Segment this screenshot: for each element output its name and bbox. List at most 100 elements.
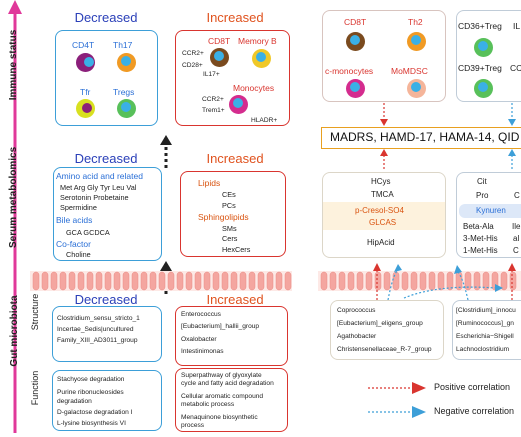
marker-ccr2-1: CCR2+ [182, 50, 204, 57]
cd4t-nucleus [84, 57, 94, 67]
cell-label-monocytes: Monocytes [233, 83, 275, 93]
memoryb-nucleus [256, 52, 266, 62]
marker-hladr: HLADR+ [251, 117, 278, 124]
cell-label-th17: Th17 [113, 40, 133, 50]
row-label-structure: Structure [30, 293, 40, 331]
villus [230, 271, 238, 291]
metab-glcas: GLCAS [369, 218, 397, 227]
sphingolipids-title: Sphingolipids [198, 212, 249, 222]
right-cmono-nucleus [350, 82, 360, 92]
right-label-cmonocytes: c-monocytes [325, 66, 374, 76]
amino-acid-list-1: Met Arg Gly Tyr Leu Val [60, 183, 137, 192]
villus [365, 271, 373, 291]
serum-decreased-box [53, 167, 162, 261]
sphingo-cers: Cers [222, 234, 238, 243]
villus [401, 271, 409, 291]
bact-escherichia: Escherichia−Shigell [456, 333, 514, 340]
right-cd39treg-nucleus [478, 82, 488, 92]
function-dec-3: degradation [57, 398, 92, 405]
villus [248, 271, 256, 291]
villus [509, 271, 517, 291]
villus [284, 271, 292, 291]
villus [338, 271, 346, 291]
villus [68, 271, 76, 291]
metab-betaala: Beta-Ala [463, 222, 494, 231]
villus [194, 271, 202, 291]
right-label-cd8t: CD8T [344, 17, 367, 27]
tregs-nucleus [121, 102, 131, 112]
cd8t-nucleus [214, 51, 224, 61]
amino-acid-list-2: Serotonin Probetaine [60, 193, 129, 202]
bact-lachnoclostridium: Lachnoclostridium [456, 346, 510, 353]
cell-label-cd8t: CD8T [208, 36, 231, 46]
right-label-cc: CC [510, 63, 521, 73]
header-decreased-immune: Decreased [74, 10, 138, 25]
bact-agathobacter: Agathobacter [337, 333, 377, 340]
metab-c2: C [513, 246, 519, 255]
function-increased-box [175, 368, 288, 432]
marker-trem1: Trem1+ [202, 107, 225, 114]
villus [185, 271, 193, 291]
villus [203, 271, 211, 291]
immune-decreased-box [55, 30, 158, 126]
villus [59, 271, 67, 291]
bact-ruminococcus: [Ruminococcus]_gn [456, 320, 514, 327]
structure-inc-4: Intestinimonas [181, 348, 224, 355]
structure-inc-2: [Eubacterium]_hallii_group [181, 323, 260, 330]
metab-pro: Pro [476, 191, 489, 200]
row-label-function: Function [30, 370, 40, 406]
header-increased-gut: Increased [206, 292, 264, 307]
amino-acid-title: Amino acid and related [56, 171, 143, 181]
villus [356, 271, 364, 291]
legend-positive-arrow [368, 382, 426, 394]
bact-eligens: [Eubacterium]_eligens_group [337, 320, 423, 327]
marker-cd28: CD28+ [182, 62, 203, 69]
right-label-cd36treg: CD36+Treg [458, 21, 502, 31]
metab-al: al [513, 234, 520, 243]
immune-increased-box [175, 30, 290, 126]
bile-acids-title: Bile acids [56, 215, 93, 225]
gut-epithelium-right [318, 263, 521, 301]
villus [320, 271, 328, 291]
bact-christensenellaceae: Christensenellaceae_R-7_group [337, 346, 432, 353]
cell-label-tregs: Tregs [113, 87, 135, 97]
clinical-scales-box [321, 127, 521, 149]
function-inc-3: Cellular aromatic compound [181, 393, 264, 400]
right-arrows-to-scales [380, 103, 516, 126]
function-decreased-box [52, 370, 162, 431]
th17-nucleus [121, 56, 131, 66]
metab-c1: C [514, 191, 520, 200]
villus [167, 271, 175, 291]
villus [95, 271, 103, 291]
right-momdsc-nucleus [411, 82, 421, 92]
structure-decreased-box [52, 306, 162, 362]
row-label-immune: Immune status [8, 29, 19, 101]
villus [329, 271, 337, 291]
villus [347, 271, 355, 291]
function-inc-6: process [181, 422, 205, 429]
marker-ccr2-2: CCR2+ [202, 96, 224, 103]
metab-1methis: 1-Met-His [463, 246, 498, 255]
villus [392, 271, 400, 291]
right-cells-blue-box [456, 10, 521, 102]
legend-negative-arrow [368, 406, 426, 418]
right-cd36treg-nucleus [478, 41, 488, 51]
sphingo-sms: SMs [222, 224, 237, 233]
gut-epithelium-left [30, 271, 292, 291]
cell-label-cd4t: CD4T [72, 40, 95, 50]
right-bact-blue-box [452, 300, 521, 360]
right-th2-nucleus [411, 35, 421, 45]
right-label-th2: Th2 [408, 17, 423, 27]
right-bact-red-box [330, 300, 444, 360]
villus [473, 271, 481, 291]
function-inc-4: metabolic process [181, 401, 235, 408]
cell-label-memoryb: Memory B [238, 36, 277, 46]
metab-cit: Cit [477, 177, 487, 186]
function-dec-4: D-galactose degradation I [57, 409, 133, 416]
villus [257, 271, 265, 291]
villus [140, 271, 148, 291]
header-decreased-gut: Decreased [74, 292, 138, 307]
villus [104, 271, 112, 291]
villus [77, 271, 85, 291]
metab-hcys: HCys [371, 177, 391, 186]
